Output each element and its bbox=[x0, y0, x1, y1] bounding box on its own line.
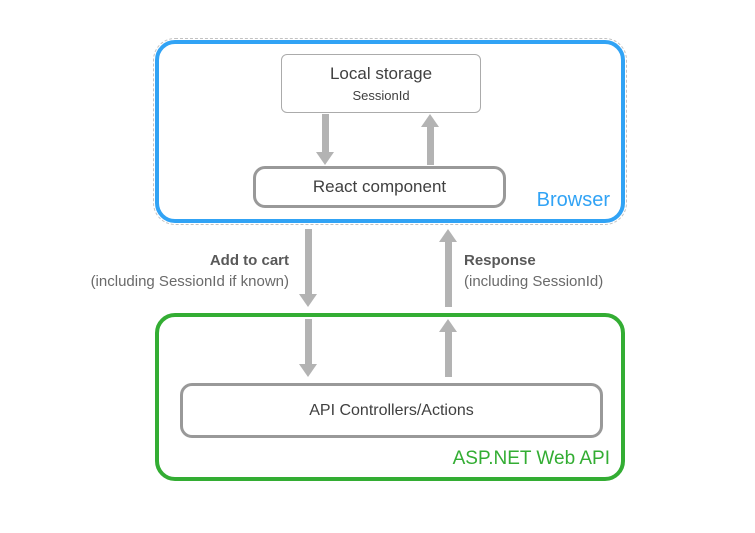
response-label[interactable]: Response (including SessionId) bbox=[464, 250, 603, 292]
local-storage-title: Local storage bbox=[329, 63, 433, 83]
arrow-shaft bbox=[304, 319, 312, 364]
arrow-shaft bbox=[426, 127, 434, 165]
local-storage-subtitle: SessionId bbox=[352, 88, 410, 104]
react-component-label: React component bbox=[312, 176, 447, 196]
browser-label: Browser bbox=[536, 189, 610, 211]
api-controllers-node[interactable]: API Controllers/Actions bbox=[180, 383, 603, 438]
react-to-local-storage-arrow[interactable] bbox=[421, 114, 439, 165]
add-to-cart-arrow[interactable] bbox=[299, 229, 317, 307]
arrow-shaft bbox=[321, 114, 329, 152]
arrow-shaft bbox=[444, 332, 452, 377]
add-to-cart-subtitle: (including SessionId if known) bbox=[90, 273, 289, 290]
response-arrow[interactable] bbox=[439, 229, 457, 307]
local-storage-to-react-arrow[interactable] bbox=[316, 114, 334, 165]
arrow-shaft bbox=[444, 242, 452, 307]
webapi-incoming-arrow[interactable] bbox=[299, 319, 317, 377]
arrow-down-icon bbox=[299, 294, 317, 307]
browser-container[interactable]: Local storage SessionId React component … bbox=[153, 38, 627, 225]
webapi-outgoing-arrow[interactable] bbox=[439, 319, 457, 377]
arrow-down-icon bbox=[316, 152, 334, 165]
arrow-down-icon bbox=[299, 364, 317, 377]
webapi-label: ASP.NET Web API bbox=[452, 448, 610, 469]
arrow-up-icon bbox=[439, 229, 457, 242]
arrow-shaft bbox=[304, 229, 312, 294]
arrow-up-icon bbox=[439, 319, 457, 332]
webapi-container[interactable]: API Controllers/Actions ASP.NET Web API bbox=[155, 313, 625, 481]
response-subtitle: (including SessionId) bbox=[464, 273, 604, 290]
local-storage-node[interactable]: Local storage SessionId bbox=[281, 54, 481, 113]
add-to-cart-label[interactable]: Add to cart (including SessionId if know… bbox=[91, 250, 289, 292]
react-component-node[interactable]: React component bbox=[253, 166, 506, 208]
response-title: Response bbox=[464, 252, 536, 269]
arrow-up-icon bbox=[421, 114, 439, 127]
add-to-cart-title: Add to cart bbox=[209, 252, 289, 269]
api-controllers-label: API Controllers/Actions bbox=[309, 401, 474, 419]
